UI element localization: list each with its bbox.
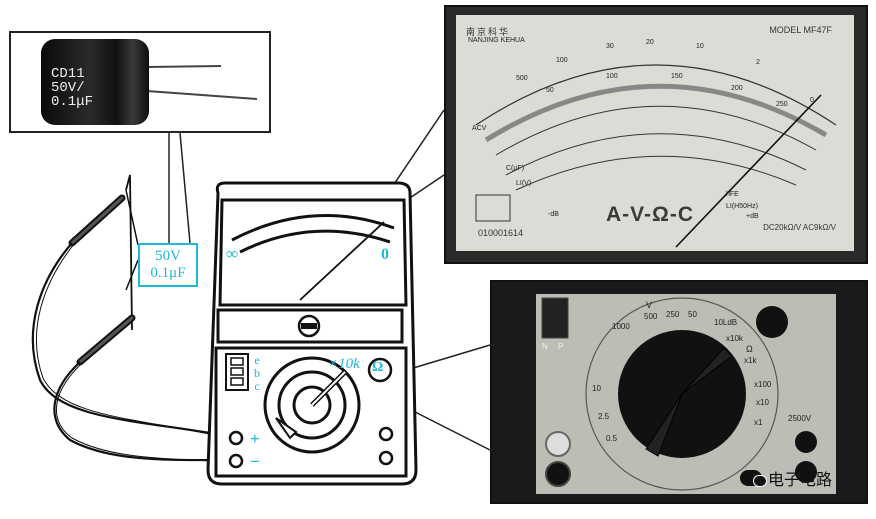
ohm-range-tick: x1k	[744, 356, 757, 365]
high-voltage-label: 2500V	[788, 414, 812, 423]
dial-serial: 010001614	[478, 228, 524, 238]
ohm-tick: 30	[606, 43, 614, 50]
dial-brand: 南京科华	[466, 27, 511, 37]
capacitor-photo-inset: CD11 50V/ 0.1μF	[9, 31, 271, 133]
socket-label-e: e	[254, 353, 260, 367]
capacitor-value-label: 50V 0.1μF	[138, 243, 198, 287]
v-range-tick: 0.5	[606, 434, 618, 443]
capacitor-marking: CD11 50V/ 0.1μF	[51, 67, 93, 109]
v-range-tick: 2.5	[598, 412, 610, 421]
ohm-symbol: Ω	[372, 360, 384, 375]
selector-panel: V Ω 1000 500 250 50 10 2.5 0.5 10LdB x10…	[536, 294, 836, 494]
scale-infinity-label: ∞	[226, 244, 239, 263]
probe-red	[31, 194, 229, 439]
selector-v-label: V	[646, 300, 653, 310]
volt-tick: 200	[731, 85, 743, 92]
db-label: 10LdB	[714, 318, 738, 327]
socket-label-b: b	[254, 366, 260, 380]
v-range-tick: 10	[592, 384, 601, 393]
v-range-tick: 50	[688, 310, 697, 319]
ohm-tick: 0	[810, 97, 814, 104]
dial-function-legend: A-V-Ω-C	[606, 203, 694, 226]
capacitor-capacitance: 0.1μF	[150, 265, 186, 281]
ohm-tick: 100	[556, 57, 568, 64]
watermark-text: 电子电路	[768, 472, 833, 489]
scale-label: +dB	[746, 213, 759, 220]
socket-n-label: N	[542, 342, 548, 351]
volt-tick: 250	[776, 101, 788, 108]
scale-label: hFE	[726, 191, 739, 198]
cap-callout-line-2	[179, 132, 191, 244]
ohm-tick: 2	[756, 59, 760, 66]
scale-label: ACV	[472, 125, 487, 132]
multimeter-body	[206, 181, 418, 486]
ohm-tick: 10	[696, 43, 704, 50]
dial-model: MODEL MF47F	[769, 25, 832, 35]
scale-label: C(μF)	[506, 165, 525, 172]
capacitor-drawing	[125, 174, 139, 331]
v-range-tick: 1000	[612, 322, 630, 331]
selector-photo-inset: V Ω 1000 500 250 50 10 2.5 0.5 10LdB x10…	[490, 280, 868, 504]
scale-label: -dB	[548, 211, 559, 218]
scale-label: LI(H50Hz)	[726, 203, 758, 210]
scale-zero-label: 0	[381, 246, 389, 263]
watermark: 电子电路	[740, 466, 832, 490]
ohm-tick: 20	[646, 39, 654, 46]
dial-spec: DC20kΩ/V AC9kΩ/V	[763, 223, 836, 232]
meter-dial-photo-inset: 南京科华 NANJING KEHUA MODEL MF47F 500 100 3…	[444, 5, 868, 264]
ohm-range-tick: x1	[754, 418, 763, 427]
capacitor-voltage: 50V	[155, 248, 181, 264]
capacitor-marking-line: 50V/	[51, 80, 85, 96]
capacitor-marking-line: CD11	[51, 66, 85, 82]
volt-tick: 100	[606, 73, 618, 80]
v-range-tick: 250	[666, 310, 680, 319]
transistor-socket-labels: e b c	[254, 354, 260, 393]
terminal-plus-label: +	[250, 429, 260, 448]
selector-ohm-label: Ω	[746, 344, 753, 354]
ohm-range-tick: x10	[756, 398, 769, 407]
dial-face: 南京科华 NANJING KEHUA MODEL MF47F 500 100 3…	[456, 15, 854, 251]
dial-brand-roman: NANJING KEHUA	[468, 37, 525, 44]
socket-label-c: c	[254, 379, 260, 393]
capacitor-body: CD11 50V/ 0.1μF	[41, 39, 149, 125]
range-label: ×10k	[328, 356, 360, 372]
ohm-range-tick: x100	[754, 380, 772, 389]
v-range-tick: 500	[644, 312, 658, 321]
terminal-minus-label: −	[250, 452, 260, 471]
capacitor-marking-line: 0.1μF	[51, 94, 94, 110]
socket-p-label: P	[558, 342, 564, 351]
probe-black	[53, 314, 229, 463]
volt-tick: 150	[671, 73, 683, 80]
scale-label: LI(V)	[516, 180, 532, 187]
ohm-tick: 500	[516, 75, 528, 82]
chat-bubble-icon	[740, 470, 767, 487]
volt-tick: 50	[546, 87, 554, 94]
ohm-range-tick: x10k	[726, 334, 743, 343]
